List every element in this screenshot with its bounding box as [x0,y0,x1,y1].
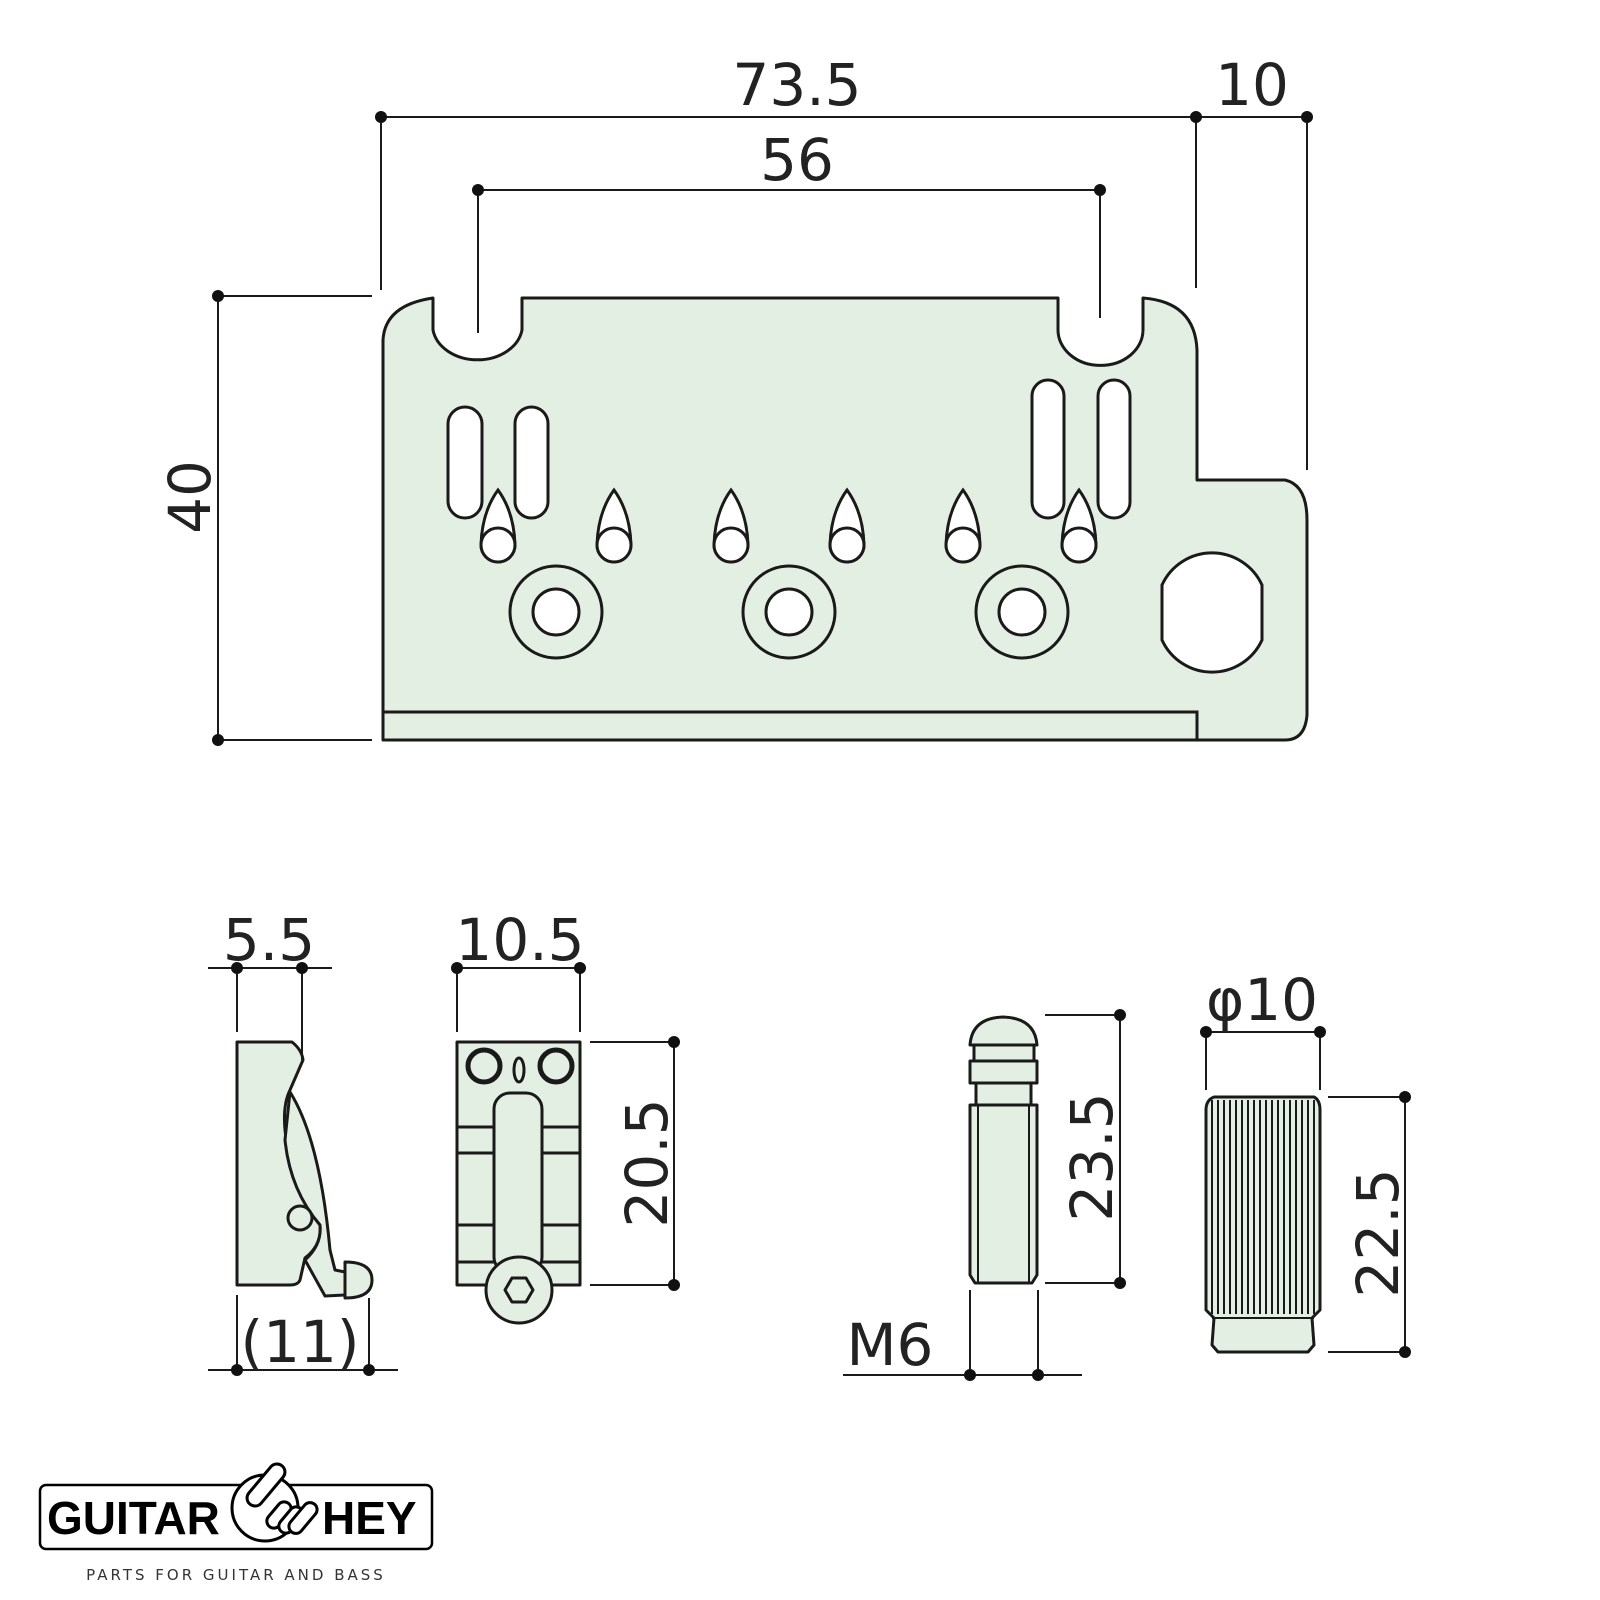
dim-hole-spacing: 56 [760,126,834,194]
string-hole-circle [712,526,750,564]
dim-plate-height: 40 [156,460,224,534]
saddle-side-view: 5.5 (11) [208,906,398,1376]
string-hole-circle [595,526,633,564]
string-hole-circle [944,526,982,564]
string-hole-circle [479,526,517,564]
hand-horns-icon [230,1462,319,1543]
dim-side-depth: (11) [240,1308,359,1376]
dim-saddle-width: 10.5 [455,906,584,974]
mount-hole [764,587,814,637]
stud: 23.5 M6 [843,1009,1126,1381]
dim-side-width: 5.5 [223,906,315,974]
string-hole-circle [828,526,866,564]
bushing: φ10 22.5 [1200,966,1412,1358]
dim-stud-length: 23.5 [1058,1092,1126,1221]
mount-hole [997,587,1047,637]
dim-bushing-diameter: φ10 [1206,966,1318,1034]
dim-bushing-length: 22.5 [1344,1168,1412,1297]
plate-dimensions: 73.5 10 56 40 [156,51,1313,746]
string-hole-circle [1060,526,1098,564]
guitar-hey-logo: GUITAR HEY PARTS FOR GUITAR AND BASS [38,1462,434,1584]
mount-hole [531,587,581,637]
dim-saddle-length: 20.5 [613,1098,681,1227]
dim-plate-extension: 10 [1215,51,1289,119]
logo-text-guitar: GUITAR [47,1492,220,1544]
logo-tagline: PARTS FOR GUITAR AND BASS [86,1566,386,1584]
bridge-plate [381,296,1309,742]
saddle-top-view: 10.5 20.5 [451,906,681,1325]
dim-stud-thread: M6 [847,1311,934,1379]
dim-plate-width: 73.5 [732,51,861,119]
logo-text-hey: HEY [322,1492,417,1544]
